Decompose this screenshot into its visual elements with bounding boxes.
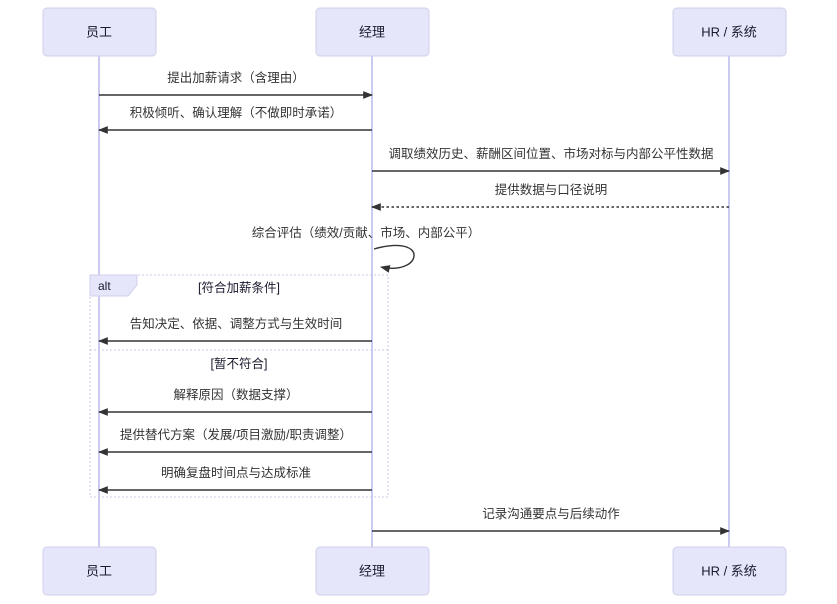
actor-employee-top-box [42, 7, 157, 57]
actor-manager-top-box [315, 7, 430, 57]
message-alt-3-label: 提供替代方案（发展/项目激励/职责调整） [120, 427, 352, 442]
alt-fragment-tag-label: alt [98, 279, 111, 293]
actor-boxes-top: 员工 经理 HR / 系统 [42, 7, 787, 57]
message-alt-2-label: 解释原因（数据支撑） [173, 387, 298, 402]
alt-condition-1: [符合加薪条件] [198, 280, 280, 295]
actor-manager-top-label: 经理 [359, 24, 385, 39]
actor-employee-bottom[interactable]: 员工 [42, 546, 157, 596]
message-alt-4-label: 明确复盘时间点与达成标准 [161, 465, 311, 480]
message-m6[interactable]: 记录沟通要点与后续动作 [372, 507, 730, 535]
message-m2[interactable]: 积极倾听、确认理解（不做即时承诺） [98, 105, 372, 134]
actor-manager-bottom[interactable]: 经理 [315, 546, 430, 596]
actor-manager-bottom-label: 经理 [359, 563, 385, 578]
lifelines-group [98, 56, 730, 547]
actor-hr-top-label: HR / 系统 [701, 24, 757, 39]
message-m5-label: 综合评估（绩效/贡献、市场、内部公平） [252, 225, 480, 240]
messages-group: 提出加薪请求（含理由） 积极倾听、确认理解（不做即时承诺） 调取绩效历史、薪酬区… [98, 70, 730, 535]
message-m3[interactable]: 调取绩效历史、薪酬区间位置、市场对标与内部公平性数据 [372, 146, 730, 175]
message-alt-1[interactable]: 告知决定、依据、调整方式与生效时间 [98, 316, 372, 345]
message-m5-loop-path [373, 244, 415, 273]
actor-manager-top[interactable]: 经理 [315, 7, 430, 57]
alt-fragment: alt [符合加薪条件] [暂不符合] [89, 274, 389, 498]
actor-hr-bottom-label: HR / 系统 [701, 563, 757, 578]
alt-fragment-border [89, 274, 389, 498]
message-m4-label: 提供数据与口径说明 [495, 182, 608, 197]
actor-employee-top[interactable]: 员工 [42, 7, 157, 57]
actor-boxes-bottom: 员工 经理 HR / 系统 [42, 546, 787, 596]
alt-fragment-tag-shape [89, 274, 138, 297]
message-alt-1-label: 告知决定、依据、调整方式与生效时间 [130, 316, 343, 331]
actor-hr-bottom[interactable]: HR / 系统 [672, 546, 787, 596]
actor-employee-bottom-label: 员工 [86, 563, 112, 578]
message-m4[interactable]: 提供数据与口径说明 [371, 182, 729, 211]
actor-hr-top[interactable]: HR / 系统 [672, 7, 787, 57]
message-alt-4[interactable]: 明确复盘时间点与达成标准 [98, 465, 372, 494]
actor-employee-bottom-box [42, 546, 157, 596]
actor-hr-bottom-box [672, 546, 787, 596]
message-m1[interactable]: 提出加薪请求（含理由） [99, 70, 373, 99]
message-alt-3[interactable]: 提供替代方案（发展/项目激励/职责调整） [98, 427, 372, 456]
actor-manager-bottom-box [315, 546, 430, 596]
message-m5-self-loop[interactable]: 综合评估（绩效/贡献、市场、内部公平） [252, 225, 480, 273]
message-m6-label: 记录沟通要点与后续动作 [482, 507, 620, 521]
message-m1-label: 提出加薪请求（含理由） [167, 70, 305, 85]
message-m3-label: 调取绩效历史、薪酬区间位置、市场对标与内部公平性数据 [388, 146, 713, 161]
actor-hr-top-box [672, 7, 787, 57]
actor-employee-top-label: 员工 [86, 24, 112, 39]
message-m2-label: 积极倾听、确认理解（不做即时承诺） [130, 105, 343, 120]
alt-condition-2: [暂不符合] [211, 356, 268, 371]
message-alt-2[interactable]: 解释原因（数据支撑） [98, 387, 372, 416]
